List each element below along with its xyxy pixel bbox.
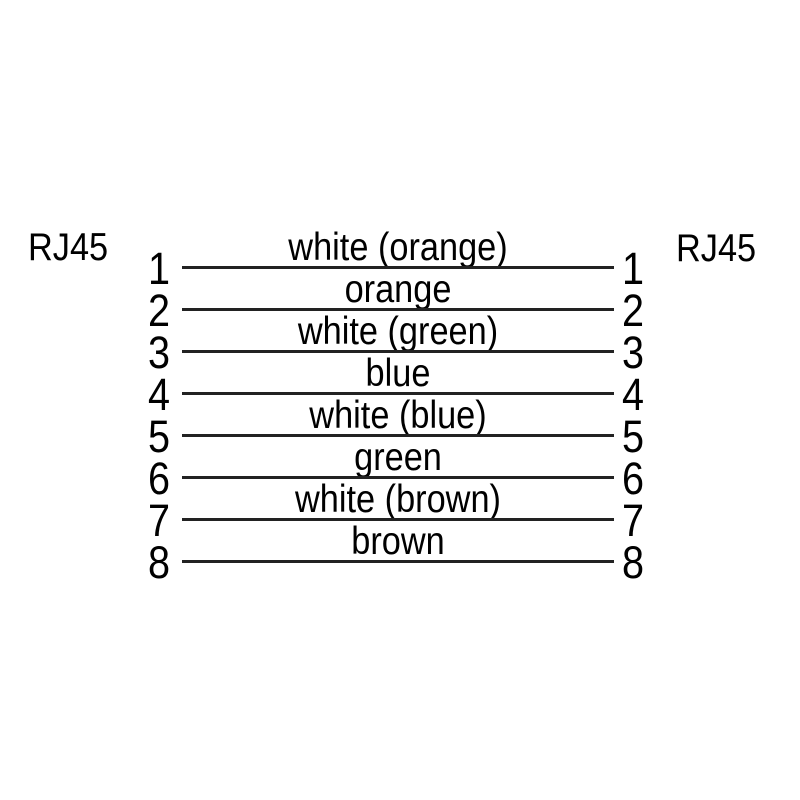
- left-pin-number: 2: [147, 285, 171, 336]
- wire-line: [182, 350, 614, 353]
- wire-line: [182, 560, 614, 563]
- wire-line: [182, 392, 614, 395]
- left-pin-number: 6: [147, 453, 171, 504]
- right-pin-number: 2: [621, 285, 645, 336]
- wire-line: [182, 518, 614, 521]
- right-connector-label: RJ45: [676, 227, 757, 270]
- right-pin-number: 6: [621, 453, 645, 504]
- left-pin-number: 5: [147, 411, 171, 462]
- wire-color-label: blue: [365, 352, 431, 395]
- left-pin-number: 4: [147, 369, 171, 420]
- wire-line: [182, 476, 614, 479]
- left-pin-number: 1: [147, 243, 171, 294]
- left-pin-number: 8: [147, 537, 171, 588]
- wire-color-label: green: [354, 436, 442, 479]
- wire-color-label: white (green): [297, 310, 499, 353]
- right-pin-number: 1: [621, 243, 645, 294]
- wire-color-label: white (blue): [309, 394, 487, 437]
- right-pin-number: 7: [621, 495, 645, 546]
- wire-line: [182, 266, 614, 269]
- left-pin-number: 7: [147, 495, 171, 546]
- right-pin-number: 4: [621, 369, 645, 420]
- wire-line: [182, 434, 614, 437]
- wire-color-label: brown: [351, 520, 445, 563]
- wire-color-label: orange: [344, 268, 452, 311]
- wire-color-label: white (orange): [288, 226, 508, 269]
- left-pin-number: 3: [147, 327, 171, 378]
- wire-color-label: white (brown): [294, 478, 501, 521]
- wire-line: [182, 308, 614, 311]
- left-connector-label: RJ45: [28, 226, 109, 269]
- right-pin-number: 5: [621, 411, 645, 462]
- right-pin-number: 8: [621, 537, 645, 588]
- right-pin-number: 3: [621, 327, 645, 378]
